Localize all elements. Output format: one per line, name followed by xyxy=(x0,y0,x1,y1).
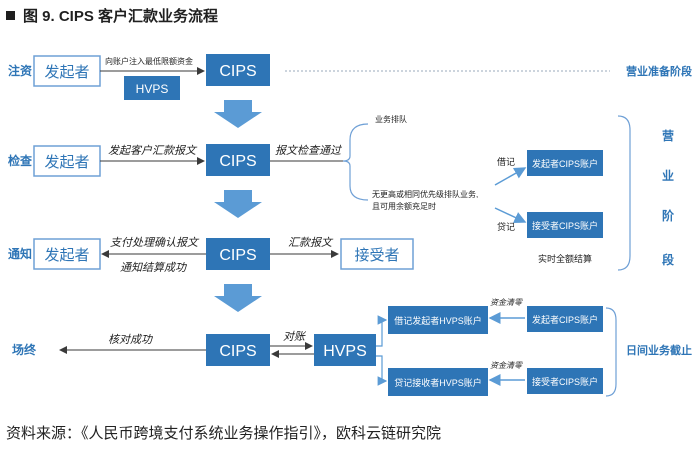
clear-top-label: 资金清零 xyxy=(490,298,523,307)
debit-label: 借记 xyxy=(497,156,515,167)
cips-box-tongzhi xyxy=(206,238,270,270)
phase-label-changzhong: 日间业务截止 xyxy=(626,343,692,357)
debit-hvps-label: 借记发起者HVPS账户 xyxy=(394,315,482,326)
receiver-box-tongzhi xyxy=(340,238,414,270)
debit-account-label: 发起者CIPS账户 xyxy=(532,158,598,169)
credit-hvps-box xyxy=(388,368,488,396)
cips-label-tongzhi: CIPS xyxy=(219,247,256,264)
figure-title-text: 图 9. CIPS 客户汇款业务流程 xyxy=(23,7,219,25)
cips-box-zhuzi xyxy=(206,54,270,86)
phase-label-zhuzi: 营业准备阶段 xyxy=(626,64,692,78)
queue-label: 业务排队 xyxy=(375,114,407,124)
cips-box-changzhong xyxy=(206,334,270,366)
priority-line-2: 且可用余额充足时 xyxy=(372,201,436,211)
credit-account-box xyxy=(527,212,603,238)
phase-bracket-changzhong xyxy=(605,307,617,397)
hvps-box-changzhong xyxy=(314,334,376,366)
confirm-label: 支付处理确认报文 xyxy=(110,236,200,249)
clear-bottom-label: 资金清零 xyxy=(490,361,523,370)
reconcile-label: 对账 xyxy=(283,330,307,343)
connector-debit-hvps xyxy=(376,315,388,347)
connector-credit-hvps xyxy=(376,355,388,386)
note-zhuzi: 向账户注入最低限额资金 xyxy=(105,56,193,66)
priority-line-1: 无更高或相同优先级排队业务, xyxy=(372,189,478,199)
check-label-jiancha: 报文检查通过 xyxy=(275,144,343,157)
figure-title: 图 9. CIPS 客户汇款业务流程 xyxy=(6,4,218,26)
stage-label-changzhong: 场终 xyxy=(12,342,37,357)
stage-label-zhuzi: 注资 xyxy=(8,63,32,78)
hvps-label-zhuzi: HVPS xyxy=(136,82,169,96)
hvps-box-zhuzi xyxy=(124,76,180,100)
big-down-arrow-3 xyxy=(214,284,262,312)
side-phase-char-2: 业 xyxy=(662,168,674,183)
debit-hvps-box xyxy=(388,306,488,334)
note-jiancha: 发起客户汇款报文 xyxy=(108,144,198,157)
bracket-jiancha xyxy=(342,123,369,201)
stage-label-tongzhi: 通知 xyxy=(8,246,32,261)
receiver-cips-label: 接受者CIPS账户 xyxy=(532,376,598,387)
big-down-arrow-2 xyxy=(214,190,262,218)
cips-label-zhuzi: CIPS xyxy=(219,63,256,80)
realtime-label: 实时全额结算 xyxy=(538,253,592,264)
credit-hvps-label: 贷记接收者HVPS账户 xyxy=(394,377,482,388)
cips-box-jiancha xyxy=(206,144,270,176)
initiator-label-tongzhi: 发起者 xyxy=(44,247,89,264)
initiator-box-tongzhi xyxy=(33,238,101,270)
sender-cips-box xyxy=(527,306,603,332)
debit-account-box xyxy=(527,150,603,176)
remit-label: 汇款报文 xyxy=(288,236,334,249)
side-phase-char-4: 段 xyxy=(662,252,675,267)
arrow-credit xyxy=(494,207,527,223)
success-label: 通知结算成功 xyxy=(120,261,188,274)
title-square-icon xyxy=(6,10,15,20)
initiator-label-zhuzi: 发起者 xyxy=(44,64,89,81)
receiver-cips-box xyxy=(527,368,603,394)
receiver-label-tongzhi: 接受者 xyxy=(354,247,399,264)
source-footnote: 资料来源：《人民币跨境支付系统业务操作指引》，欧科云链研究院 xyxy=(6,425,442,442)
credit-account-label: 接受者CIPS账户 xyxy=(532,220,598,231)
initiator-box-jiancha xyxy=(33,145,101,177)
verify-label: 核对成功 xyxy=(108,333,154,346)
cips-label-changzhong: CIPS xyxy=(219,343,256,360)
stage-label-jiancha: 检查 xyxy=(8,153,33,168)
hvps-label-changzhong: HVPS xyxy=(323,343,367,360)
cips-label-jiancha: CIPS xyxy=(219,153,256,170)
arrow-debit xyxy=(494,167,527,186)
credit-label: 贷记 xyxy=(497,221,515,232)
initiator-label-jiancha: 发起者 xyxy=(44,154,89,171)
side-phase-char-3: 阶 xyxy=(662,208,675,223)
sender-cips-label: 发起者CIPS账户 xyxy=(532,314,598,325)
big-down-arrow-1 xyxy=(214,100,262,128)
phase-bracket-right xyxy=(617,115,631,271)
side-phase-char-1: 营 xyxy=(662,128,674,143)
